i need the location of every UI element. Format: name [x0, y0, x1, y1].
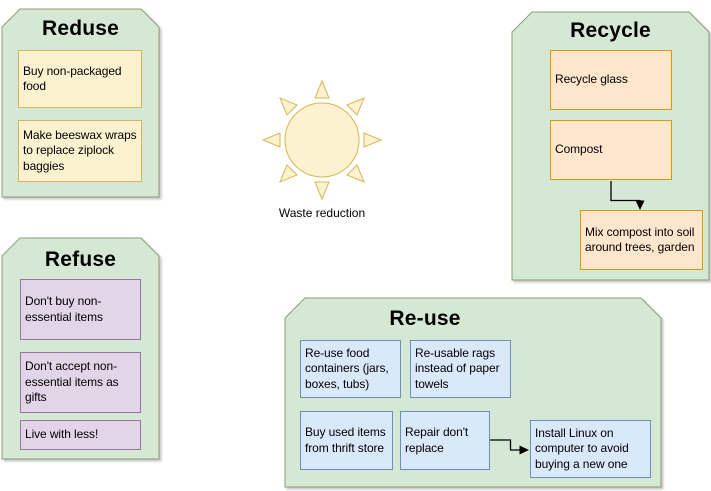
node-reuse-food-containers[interactable]: Re-use food containers (jars, boxes, tub…: [300, 340, 401, 398]
node-dont-accept-gifts[interactable]: Don't accept non-essential items as gift…: [20, 352, 141, 413]
node-live-with-less[interactable]: Live with less!: [20, 420, 141, 450]
sun-ray: [261, 132, 281, 148]
node-dont-buy-non-essential[interactable]: Don't buy non-essential items: [20, 279, 141, 340]
node-mix-compost[interactable]: Mix compost into soil around trees, gard…: [580, 210, 703, 270]
panel-reuse-title: Re-use: [389, 307, 461, 330]
node-recycle-glass[interactable]: Recycle glass: [550, 50, 672, 110]
connector-repair-to-linux[interactable]: [490, 439, 529, 455]
arrowhead-right-icon: [519, 445, 529, 455]
node-beeswax-wraps[interactable]: Make beeswax wraps to replace ziplock ba…: [18, 120, 142, 182]
sun-ray: [363, 132, 383, 148]
node-buy-used-items[interactable]: Buy used items from thrift store: [300, 411, 393, 470]
arrowhead-down-icon: [635, 200, 645, 210]
sun-ray: [346, 97, 365, 116]
panel-reduse-title: Reduse: [41, 17, 120, 40]
node-reusable-rags[interactable]: Re-usable rags instead of paper towels: [410, 340, 511, 398]
connector-line: [490, 439, 520, 451]
waste-reduction-label: Waste reduction: [278, 206, 366, 220]
sun-ray: [346, 164, 365, 183]
node-compost[interactable]: Compost: [550, 120, 672, 180]
panel-refuse-title: Refuse: [44, 248, 117, 271]
node-install-linux[interactable]: Install Linux on computer to avoid buyin…: [530, 420, 651, 478]
sun-disc: [284, 102, 360, 178]
sun-icon[interactable]: [261, 79, 383, 201]
sun-ray: [314, 181, 330, 201]
panel-recycle-title: Recycle: [570, 19, 651, 42]
node-buy-non-packaged-food[interactable]: Buy non-packaged food: [18, 50, 142, 108]
sun-ray: [314, 79, 330, 99]
connector-compost-to-mix[interactable]: [610, 181, 645, 210]
sun-ray: [279, 164, 298, 183]
node-repair-dont-replace[interactable]: Repair don't replace: [400, 411, 490, 470]
sun-ray: [279, 97, 298, 116]
